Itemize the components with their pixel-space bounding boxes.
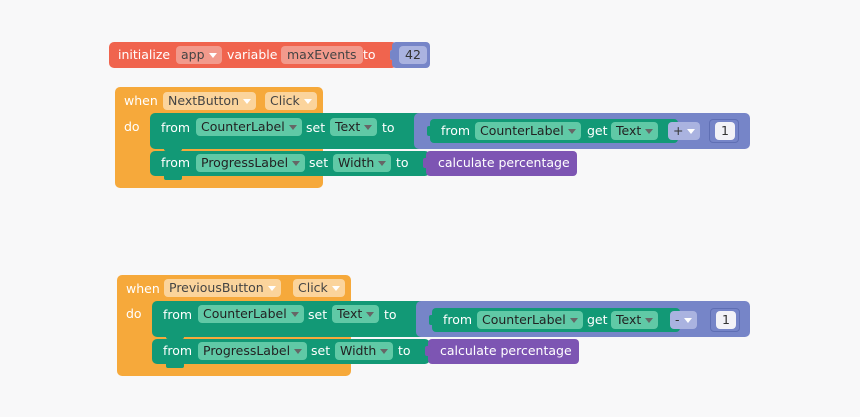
chevron-down-icon [687, 129, 696, 134]
number-field[interactable]: 42 [399, 46, 427, 64]
chevron-down-icon [569, 318, 578, 323]
number-block[interactable]: 1 [710, 308, 740, 332]
from-label: from [161, 120, 191, 135]
chevron-down-icon [645, 129, 654, 134]
notch [164, 145, 182, 151]
to-label: to [382, 120, 395, 135]
chevron-down-icon [364, 125, 373, 130]
from-label: from [441, 123, 471, 138]
set-label: set [311, 343, 331, 358]
get-label: get [587, 312, 608, 327]
number-field[interactable]: 1 [716, 311, 736, 329]
property-dropdown[interactable]: Text [611, 311, 659, 329]
operator-dropdown[interactable]: - [670, 311, 697, 329]
set-label: set [306, 120, 326, 135]
initialize-variable-block[interactable]: initialize app variable maxEvents to [109, 42, 397, 68]
number-field[interactable]: 1 [715, 122, 735, 140]
chevron-down-icon [303, 99, 312, 104]
notch [164, 174, 182, 180]
event-dropdown[interactable]: Click [265, 92, 317, 110]
to-label: to [363, 47, 376, 62]
variable-label: variable [227, 47, 278, 62]
chevron-down-icon [267, 286, 276, 291]
output-connector [427, 126, 433, 136]
component-dropdown[interactable]: PreviousButton [164, 279, 281, 297]
set-counter-label-text-block[interactable]: from CounterLabel set Text to [150, 113, 426, 151]
from-label: from [163, 343, 193, 358]
get-counter-label-text-block[interactable]: from CounterLabel get Text [427, 119, 678, 143]
property-dropdown[interactable]: Width [333, 154, 392, 172]
to-label: to [396, 155, 409, 170]
when-label: when [124, 93, 158, 108]
get-label: get [587, 123, 608, 138]
when-label: when [126, 281, 160, 296]
chevron-down-icon [683, 318, 692, 323]
chevron-down-icon [294, 349, 303, 354]
procedure-name: calculate percentage [440, 343, 572, 358]
component-dropdown[interactable]: CounterLabel [475, 122, 581, 140]
chevron-down-icon [243, 99, 251, 104]
output-connector [429, 315, 435, 325]
from-label: from [443, 312, 473, 327]
number-block[interactable]: 42 [390, 42, 430, 68]
procedure-name: calculate percentage [438, 155, 570, 170]
chevron-down-icon [380, 349, 389, 354]
event-dropdown[interactable]: Click [293, 279, 345, 297]
from-label: from [161, 155, 191, 170]
component-dropdown[interactable]: ProgressLabel [198, 342, 308, 360]
output-connector [423, 158, 429, 168]
chevron-down-icon [292, 161, 301, 166]
property-dropdown[interactable]: Text [332, 305, 380, 323]
operator-dropdown[interactable]: + [668, 122, 701, 140]
set-label: set [309, 155, 329, 170]
component-dropdown[interactable]: CounterLabel [198, 305, 304, 323]
set-label: set [308, 307, 328, 322]
property-dropdown[interactable]: Width [335, 342, 394, 360]
variable-name-field[interactable]: maxEvents [281, 46, 363, 64]
math-add-block[interactable]: from CounterLabel get Text + 1 [414, 113, 750, 149]
chevron-down-icon [378, 161, 387, 166]
set-counter-label-text-block[interactable]: from CounterLabel set Text to [152, 301, 428, 339]
set-progress-label-width-block[interactable]: from ProgressLabel set Width to [150, 151, 430, 180]
chevron-down-icon [290, 312, 299, 317]
component-dropdown[interactable]: CounterLabel [477, 311, 583, 329]
call-procedure-block[interactable]: calculate percentage [423, 151, 577, 176]
number-block[interactable]: 1 [709, 119, 739, 143]
notch [166, 333, 184, 339]
chevron-down-icon [331, 286, 340, 291]
from-label: from [163, 307, 193, 322]
output-connector [425, 346, 431, 356]
math-subtract-block[interactable]: from CounterLabel get Text - 1 [416, 301, 750, 337]
initialize-label: initialize [118, 47, 171, 62]
call-procedure-block[interactable]: calculate percentage [425, 339, 579, 364]
chevron-down-icon [208, 53, 217, 58]
component-dropdown[interactable]: NextButton [163, 92, 256, 110]
property-dropdown[interactable]: Text [330, 118, 378, 136]
do-label: do [124, 119, 140, 134]
chevron-down-icon [645, 318, 654, 323]
to-label: to [384, 307, 397, 322]
scope-dropdown[interactable]: app [176, 46, 222, 64]
set-progress-label-width-block[interactable]: from ProgressLabel set Width to [152, 339, 430, 368]
get-counter-label-text-block[interactable]: from CounterLabel get Text [429, 308, 680, 332]
chevron-down-icon [567, 129, 576, 134]
property-dropdown[interactable]: Text [611, 122, 659, 140]
to-label: to [398, 343, 411, 358]
output-connector [390, 50, 396, 60]
notch [166, 362, 184, 368]
do-label: do [126, 306, 142, 321]
component-dropdown[interactable]: ProgressLabel [196, 154, 306, 172]
component-dropdown[interactable]: CounterLabel [196, 118, 302, 136]
chevron-down-icon [366, 312, 375, 317]
chevron-down-icon [288, 125, 297, 130]
